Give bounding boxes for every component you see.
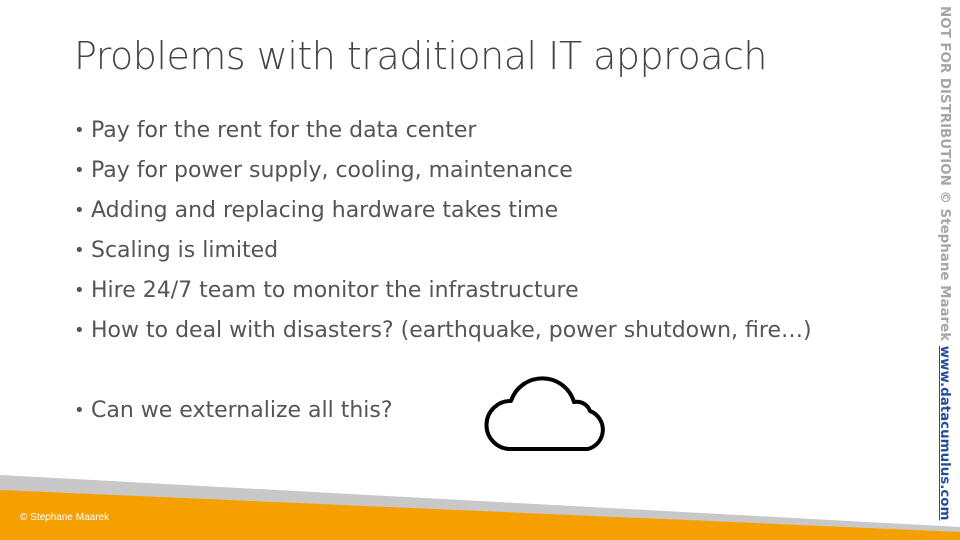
- bullet-dot: •: [74, 240, 85, 261]
- bullet-item: • How to deal with disasters? (earthquak…: [74, 315, 812, 355]
- bullet-dot: •: [74, 120, 85, 141]
- bullet-text: Pay for the rent for the data center: [91, 118, 477, 143]
- slide-title: Problems with traditional IT approach: [74, 34, 767, 78]
- bullet-item: • Pay for power supply, cooling, mainten…: [74, 155, 812, 195]
- copyright-text: © Stephane Maarek: [20, 512, 110, 523]
- bullet-dot: •: [74, 200, 85, 221]
- bullet-dot: •: [74, 320, 85, 341]
- bullet-dot: •: [74, 160, 85, 181]
- bullet-text: Can we externalize all this?: [91, 398, 393, 423]
- bullet-text: How to deal with disasters? (earthquake,…: [91, 318, 812, 343]
- bullet-item: • Scaling is limited: [74, 235, 812, 275]
- cloud-icon: [484, 376, 605, 451]
- side-text: NOT FOR DISTRIBUTION © Stephane Maarek w…: [934, 6, 954, 522]
- bullet-list: • Pay for the rent for the data center •…: [74, 115, 812, 435]
- distribution-notice: NOT FOR DISTRIBUTION © Stephane Maarek: [937, 6, 952, 346]
- bullet-dot: •: [74, 400, 85, 421]
- bullet-text: Adding and replacing hardware takes time: [91, 198, 559, 223]
- bullet-text: Pay for power supply, cooling, maintenan…: [91, 158, 573, 183]
- bullet-dot: •: [74, 280, 85, 301]
- bullet-item: • Pay for the rent for the data center: [74, 115, 812, 155]
- bullet-item: • Hire 24/7 team to monitor the infrastr…: [74, 275, 812, 315]
- bullet-item: • Can we externalize all this?: [74, 395, 812, 435]
- footer-bands: [0, 475, 960, 540]
- bullet-text: Hire 24/7 team to monitor the infrastruc…: [91, 278, 579, 303]
- bullet-item: • Adding and replacing hardware takes ti…: [74, 195, 812, 235]
- footer-orange-band: [0, 490, 960, 540]
- website-link[interactable]: www.datacumulus.com: [937, 345, 952, 521]
- side-banner: NOT FOR DISTRIBUTION © Stephane Maarek w…: [934, 6, 954, 522]
- bullet-text: Scaling is limited: [91, 238, 279, 263]
